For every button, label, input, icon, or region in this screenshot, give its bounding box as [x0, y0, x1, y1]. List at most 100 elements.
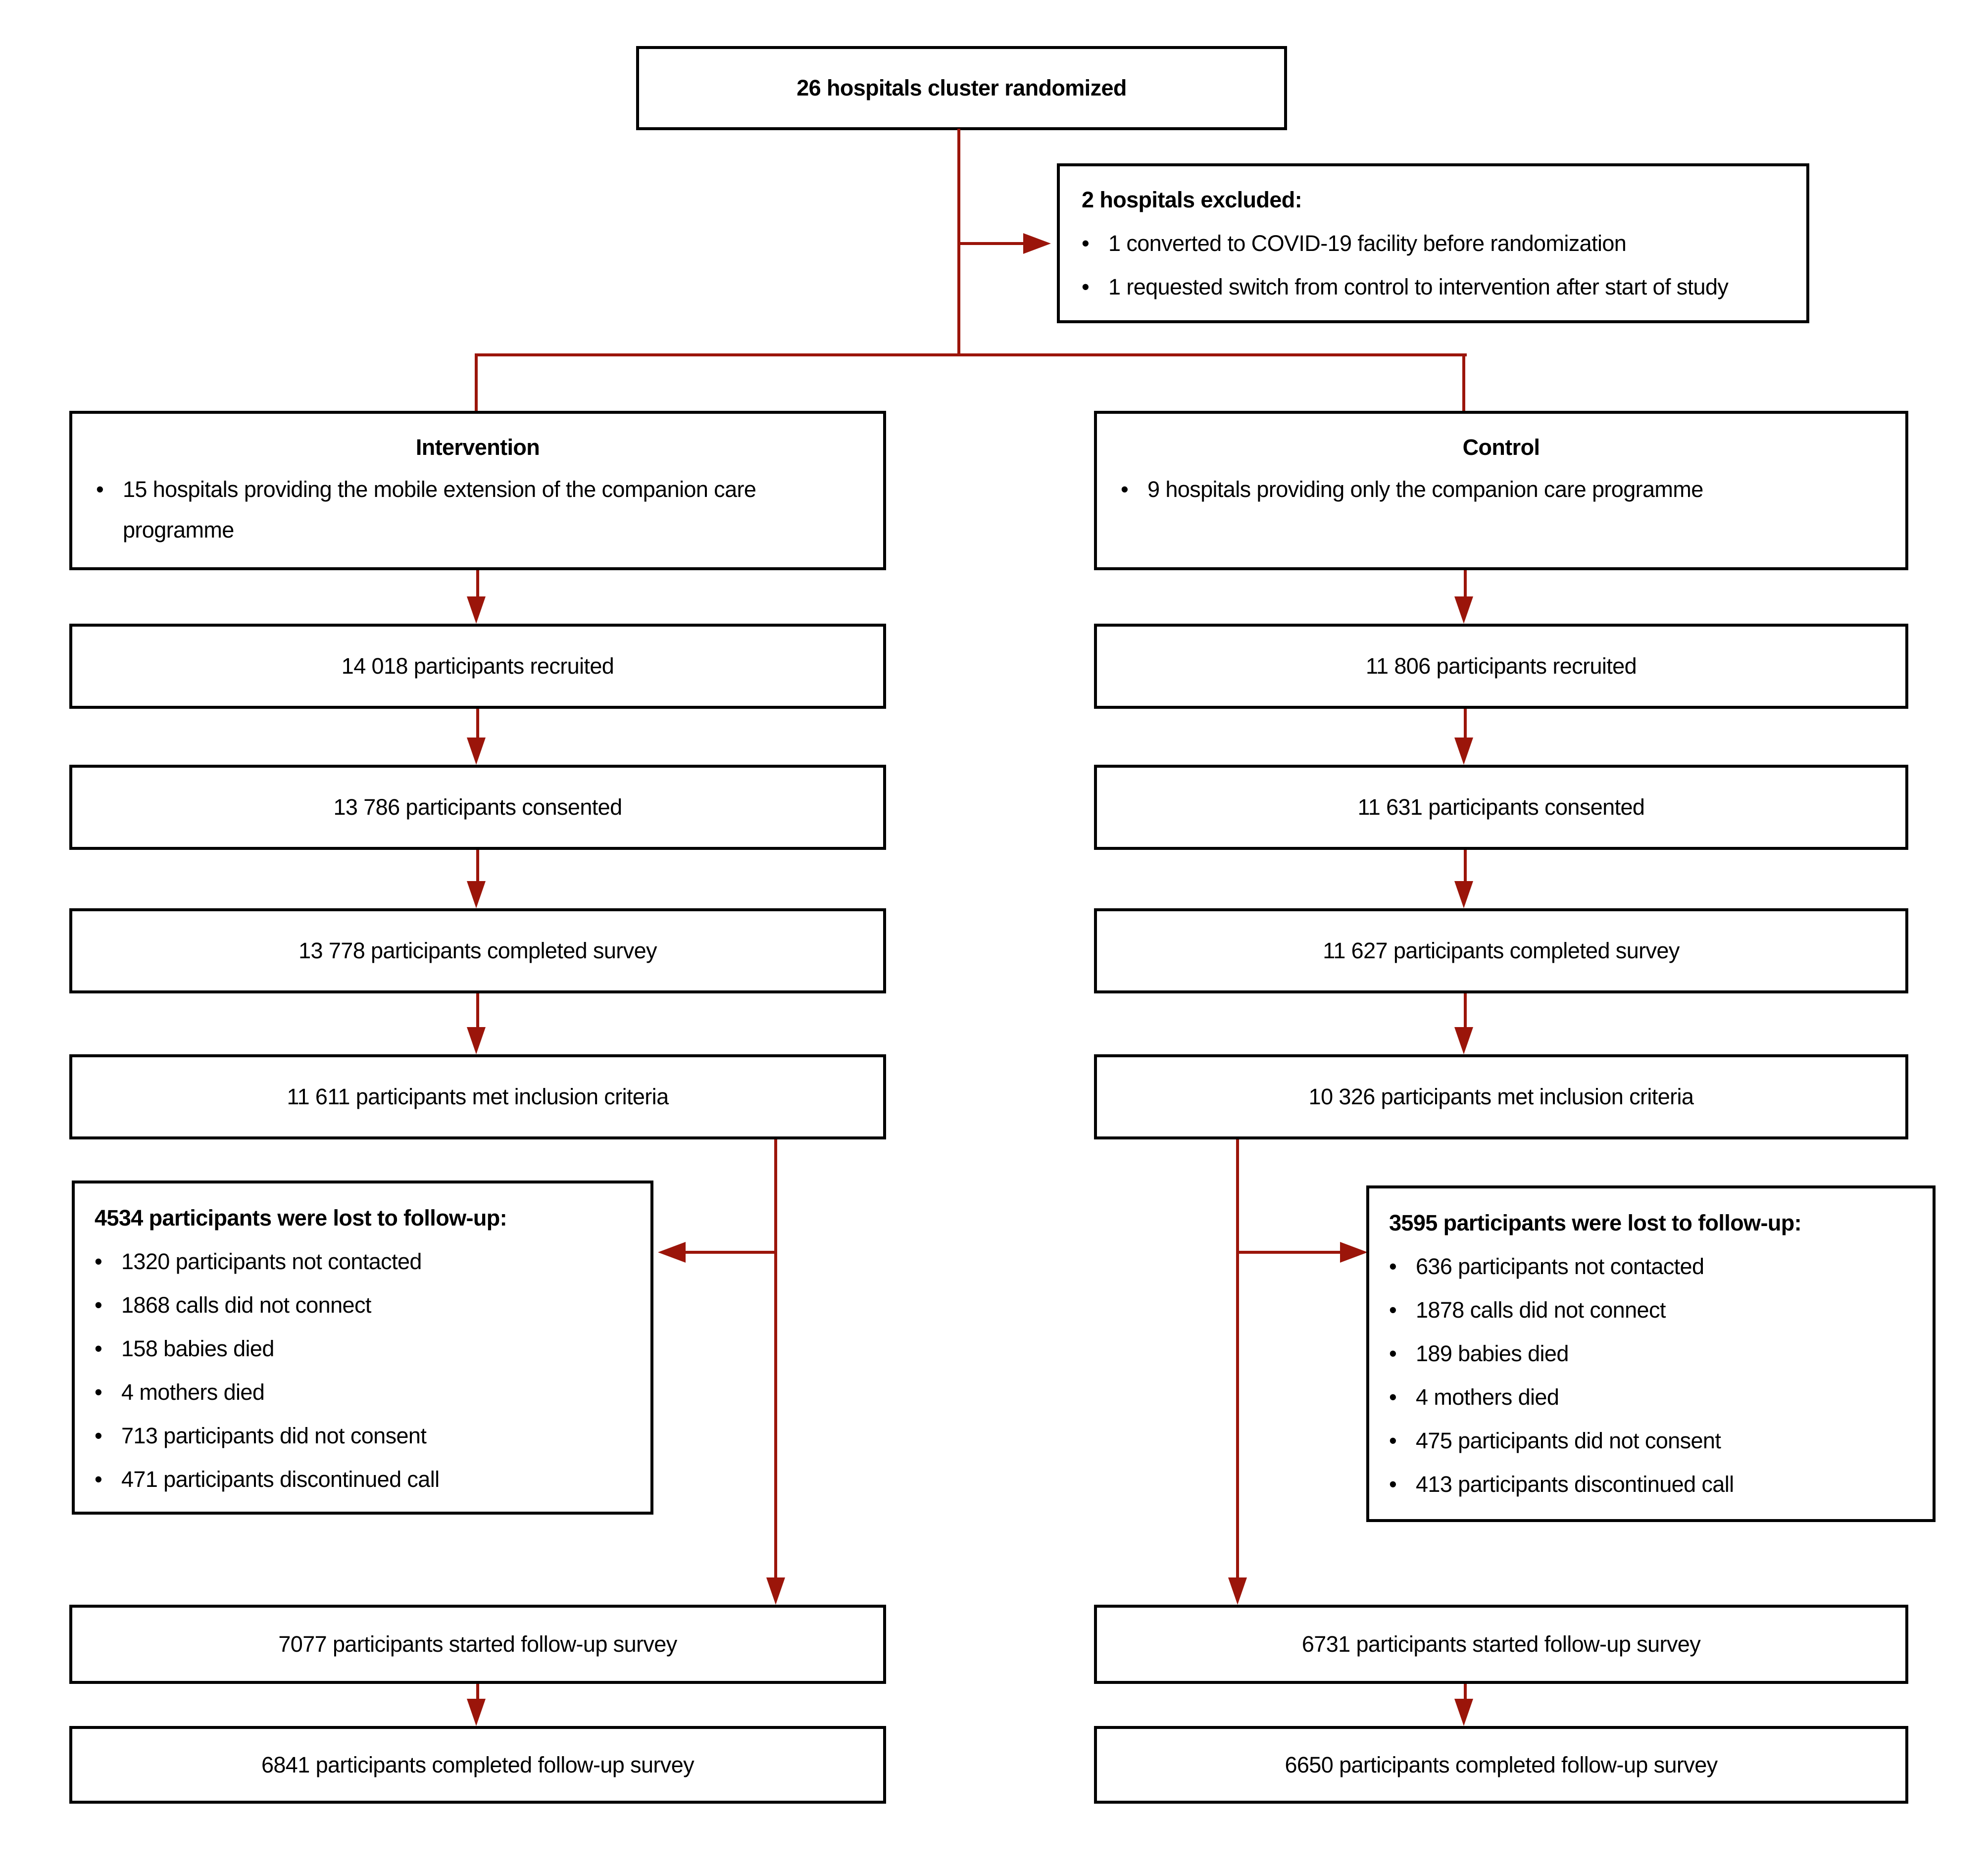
connector-intervention-2 [476, 709, 479, 738]
connector-intervention-1 [476, 570, 479, 597]
lost-bullet: • 413 participants discontinued call [1389, 1463, 1913, 1506]
step-label: 11 611 participants met inclusion criter… [287, 1084, 669, 1109]
connector-control-4 [1464, 993, 1467, 1027]
step-label: 13 786 participants consented [333, 794, 622, 820]
connector-control-lost-branch [1239, 1251, 1340, 1254]
connector-into-control [1462, 353, 1465, 412]
step-label: 6841 participants completed follow-up su… [261, 1752, 695, 1777]
lost-bullet: • 713 participants did not consent [95, 1414, 631, 1458]
lost-bullet: • 475 participants did not consent [1389, 1419, 1913, 1463]
intervention-title: Intervention [415, 435, 540, 460]
bullet-dot-icon: • [95, 1336, 102, 1361]
excluded-title: 2 hospitals excluded: [1082, 187, 1302, 212]
box-intervention-lost-to-followup: 4534 participants were lost to follow-up… [72, 1181, 653, 1515]
arrowhead-left-icon [658, 1242, 686, 1263]
arrowhead-down-icon [1454, 738, 1473, 765]
step-label: 6731 participants started follow-up surv… [1301, 1631, 1701, 1657]
bullet-dot-icon: • [1121, 477, 1129, 502]
box-control-met-inclusion: 10 326 participants met inclusion criter… [1094, 1054, 1908, 1139]
bullet-dot-icon: • [1389, 1472, 1397, 1497]
bullet-dot-icon: • [95, 1467, 102, 1492]
box-intervention-met-inclusion: 11 611 participants met inclusion criter… [69, 1054, 886, 1139]
bullet-dot-icon: • [1389, 1384, 1397, 1410]
arrowhead-down-icon [467, 1027, 486, 1054]
intervention-lost-title: 4534 participants were lost to follow-up… [95, 1205, 507, 1231]
box-control-completed-survey: 11 627 participants completed survey [1094, 908, 1908, 993]
cluster-randomized-label: 26 hospitals cluster randomized [796, 75, 1127, 100]
connector-into-intervention [475, 353, 478, 412]
bullet-dot-icon: • [95, 1423, 102, 1448]
step-label: 11 806 participants recruited [1365, 653, 1637, 679]
connector-control-1 [1464, 570, 1467, 597]
lost-bullet: • 4 mothers died [95, 1371, 631, 1414]
connector-split-horizontal [475, 353, 1467, 356]
control-bullet: • 9 hospitals providing only the compani… [1121, 469, 1882, 510]
arrowhead-down-icon [467, 738, 486, 765]
box-control-started-followup: 6731 participants started follow-up surv… [1094, 1605, 1908, 1684]
box-control-consented: 11 631 participants consented [1094, 765, 1908, 850]
lost-bullet: • 1878 calls did not connect [1389, 1288, 1913, 1332]
connector-control-3 [1464, 850, 1467, 881]
lost-bullet: • 189 babies died [1389, 1332, 1913, 1376]
arrowhead-down-icon [1454, 1699, 1473, 1726]
bullet-dot-icon: • [1082, 274, 1090, 299]
connector-intervention-final [476, 1684, 479, 1699]
box-intervention-completed-followup: 6841 participants completed follow-up su… [69, 1726, 886, 1804]
bullet-dot-icon: • [1389, 1297, 1397, 1323]
lost-bullet: • 471 participants discontinued call [95, 1458, 631, 1501]
box-control-recruited: 11 806 participants recruited [1094, 624, 1908, 709]
box-arm-control: Control • 9 hospitals providing only the… [1094, 411, 1908, 570]
control-title: Control [1462, 435, 1540, 460]
step-label: 10 326 participants met inclusion criter… [1308, 1084, 1694, 1109]
box-intervention-started-followup: 7077 participants started follow-up surv… [69, 1605, 886, 1684]
arrowhead-down-icon [467, 596, 486, 624]
step-label: 13 778 participants completed survey [298, 938, 657, 963]
bullet-dot-icon: • [95, 1292, 102, 1318]
connector-control-exit [1236, 1139, 1239, 1577]
step-label: 11 627 participants completed survey [1323, 938, 1680, 963]
lost-bullet: • 636 participants not contacted [1389, 1245, 1913, 1288]
lost-bullet: • 1320 participants not contacted [95, 1240, 631, 1283]
arrowhead-down-icon [1228, 1577, 1247, 1605]
box-hospitals-excluded: 2 hospitals excluded: • 1 converted to C… [1057, 163, 1809, 323]
control-lost-title: 3595 participants were lost to follow-up… [1389, 1210, 1802, 1235]
arrowhead-right-icon [1340, 1242, 1368, 1263]
excluded-bullet: • 1 requested switch from control to int… [1082, 265, 1797, 309]
bullet-dot-icon: • [95, 1379, 102, 1405]
step-label: 11 631 participants consented [1357, 794, 1645, 820]
arrowhead-into-excluded-icon [1023, 233, 1051, 254]
step-label: 7077 participants started follow-up surv… [278, 1631, 677, 1657]
connector-control-2 [1464, 709, 1467, 738]
connector-control-final [1464, 1684, 1467, 1699]
arrowhead-down-icon [467, 1699, 486, 1726]
arrowhead-down-icon [1454, 596, 1473, 624]
connector-intervention-3 [476, 850, 479, 881]
box-intervention-recruited: 14 018 participants recruited [69, 624, 886, 709]
box-control-completed-followup: 6650 participants completed follow-up su… [1094, 1726, 1908, 1804]
box-intervention-consented: 13 786 participants consented [69, 765, 886, 850]
box-arm-intervention: Intervention • 15 hospitals providing th… [69, 411, 886, 570]
bullet-dot-icon: • [1389, 1254, 1397, 1279]
bullet-dot-icon: • [1389, 1341, 1397, 1366]
intervention-bullet: • 15 hospitals providing the mobile exte… [96, 469, 859, 550]
arrowhead-down-icon [1454, 1027, 1473, 1054]
connector-excluded-branch [959, 242, 1023, 245]
connector-intervention-exit [774, 1139, 777, 1577]
bullet-dot-icon: • [1389, 1428, 1397, 1453]
lost-bullet: • 4 mothers died [1389, 1376, 1913, 1419]
arrowhead-down-icon [467, 881, 486, 908]
box-control-lost-to-followup: 3595 participants were lost to follow-up… [1366, 1185, 1936, 1522]
box-cluster-randomized: 26 hospitals cluster randomized [636, 46, 1287, 130]
bullet-dot-icon: • [96, 477, 104, 502]
step-label: 14 018 participants recruited [341, 653, 614, 679]
excluded-bullet: • 1 converted to COVID-19 facility befor… [1082, 222, 1797, 265]
connector-intervention-4 [476, 993, 479, 1027]
connector-intervention-lost-branch [686, 1251, 776, 1254]
bullet-dot-icon: • [1082, 231, 1090, 256]
arrowhead-down-icon [766, 1577, 785, 1605]
step-label: 6650 participants completed follow-up su… [1285, 1752, 1718, 1777]
arrowhead-down-icon [1454, 881, 1473, 908]
box-intervention-completed-survey: 13 778 participants completed survey [69, 908, 886, 993]
lost-bullet: • 1868 calls did not connect [95, 1283, 631, 1327]
